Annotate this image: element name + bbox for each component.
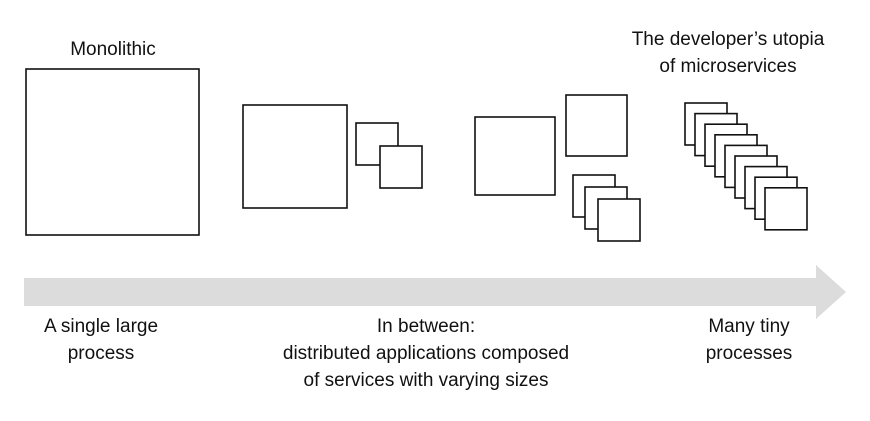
utopia-label-line2: of microservices (659, 56, 797, 77)
service-box-tiny (597, 198, 641, 242)
in-between-label-line1: In between: (376, 316, 476, 337)
single-process-label-line1: A single large (43, 316, 159, 337)
monolithic-label: Monolithic (70, 39, 156, 60)
tiny-processes-label-line1: Many tiny (708, 316, 790, 337)
microservice-box (764, 187, 808, 231)
monolith-box (25, 68, 200, 236)
service-box-small (379, 145, 423, 189)
tiny-processes-label-line2: processes (705, 343, 793, 364)
in-between-label-line2: distributed applications composed (282, 343, 570, 364)
utopia-label-line1: The developer’s utopia (631, 29, 825, 50)
service-box-large (242, 104, 348, 209)
single-process-label-line2: process (67, 343, 135, 364)
spectrum-arrow (24, 265, 846, 319)
microservice-stack (684, 102, 808, 231)
service-box-medium (474, 116, 556, 196)
service-box-medium (565, 94, 628, 157)
in-between-label-line3: of services with varying sizes (303, 370, 549, 391)
